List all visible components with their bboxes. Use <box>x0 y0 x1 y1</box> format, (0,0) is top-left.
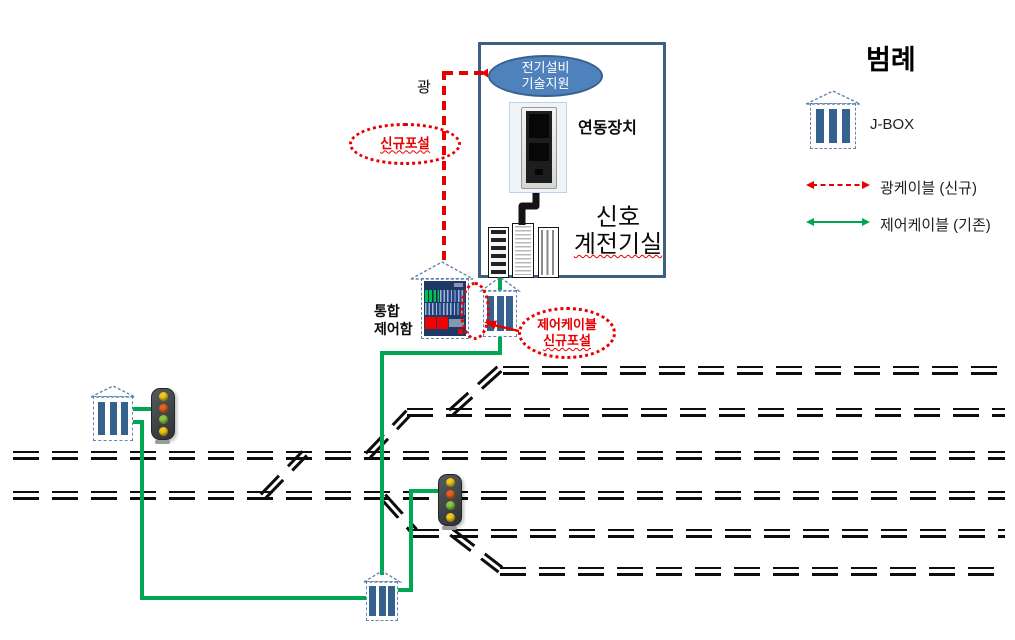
tech-support-line2: 기술지원 <box>521 76 570 91</box>
rack-door <box>526 111 552 183</box>
legend-optical-cable-arrow-icon <box>806 180 870 190</box>
panel-green-leds <box>425 290 439 302</box>
room-label: 신호 계전기실 <box>566 204 670 259</box>
room-label-line1: 신호 <box>595 204 641 231</box>
signal-left-stand <box>155 440 170 444</box>
rack-cabinet <box>521 107 557 189</box>
tech-support-callout: 전기설비 기술지원 <box>488 55 603 97</box>
track-line-6 <box>500 566 1005 576</box>
signal-left-light-green <box>158 415 168 425</box>
control-cable-new-section-marker <box>460 282 490 340</box>
relay-rack-1 <box>488 227 509 278</box>
jbox-bottom <box>366 581 398 621</box>
control-cable-callout-line2: 신규포설 <box>543 333 591 348</box>
track-main-2 <box>13 490 1005 500</box>
control-cabinet-roof-icon <box>410 261 474 280</box>
track-main-1 <box>13 450 1005 460</box>
signal-mid-light-yellow-2 <box>445 513 455 523</box>
control-cable-horizontal-upper <box>380 351 502 355</box>
control-cabinet-panel <box>424 281 466 336</box>
interlocking-label: 연동장치 <box>578 120 637 137</box>
tech-support-line1: 전기설비 <box>521 59 570 75</box>
control-cable-vertical-center <box>380 351 384 575</box>
jbox-legend <box>810 103 856 149</box>
legend-jbox-label: J-BOX <box>870 116 915 133</box>
optical-cable-label: 광 <box>417 79 431 96</box>
track-line-4 <box>503 365 1005 375</box>
signal-mid-stand <box>442 526 457 530</box>
legend-title: 범례 <box>866 45 916 75</box>
control-cable-left-stub <box>128 420 144 424</box>
legend-control-cable-arrow-icon <box>806 217 870 227</box>
control-cabinet-label: 통합 제어함 <box>374 302 413 338</box>
control-cable-callout-line1: 제어케이블 <box>537 316 597 332</box>
control-cable-new-install-callout: 제어케이블 신규포설 <box>518 307 616 359</box>
track-line-5 <box>413 528 1005 538</box>
control-cable-left-vertical <box>140 420 144 600</box>
control-cable-right-stub <box>395 588 413 592</box>
control-cabinet-label-line2: 제어함 <box>374 321 413 338</box>
signal-mid <box>438 474 462 526</box>
control-cable-left-jbox-to-signal <box>128 407 154 411</box>
legend-optical-cable-label: 광케이블 (신규) <box>880 180 977 197</box>
control-cabinet-label-line1: 통합 <box>374 303 400 319</box>
legend-control-cable-label: 제어케이블 (기존) <box>880 217 991 234</box>
control-cable-bottom-horizontal <box>140 596 370 600</box>
signal-left <box>151 388 175 440</box>
signal-left-light-yellow-1 <box>158 391 168 401</box>
room-label-line2: 계전기실 <box>573 230 663 258</box>
optical-new-install-text: 신규포설 <box>380 135 430 151</box>
relay-rack-3 <box>538 227 559 278</box>
signal-mid-light-red <box>445 489 455 499</box>
interlocking-rack-image <box>509 102 567 193</box>
control-cable-right-vertical <box>409 489 413 592</box>
control-cable-to-mid-signal <box>409 489 439 493</box>
signal-mid-light-yellow-1 <box>445 477 455 487</box>
signal-left-light-yellow-2 <box>158 427 168 437</box>
signal-left-light-red <box>158 403 168 413</box>
panel-red-module <box>425 317 436 329</box>
optical-cable-vertical <box>442 71 446 263</box>
track-line-3 <box>407 407 1005 417</box>
integrated-control-cabinet <box>421 278 469 339</box>
signal-mid-light-green <box>445 501 455 511</box>
jbox-left <box>93 396 133 441</box>
relay-rack-2 <box>512 223 534 278</box>
optical-new-install-callout: 신규포설 <box>349 123 461 165</box>
optical-cable-horizontal <box>444 71 488 75</box>
